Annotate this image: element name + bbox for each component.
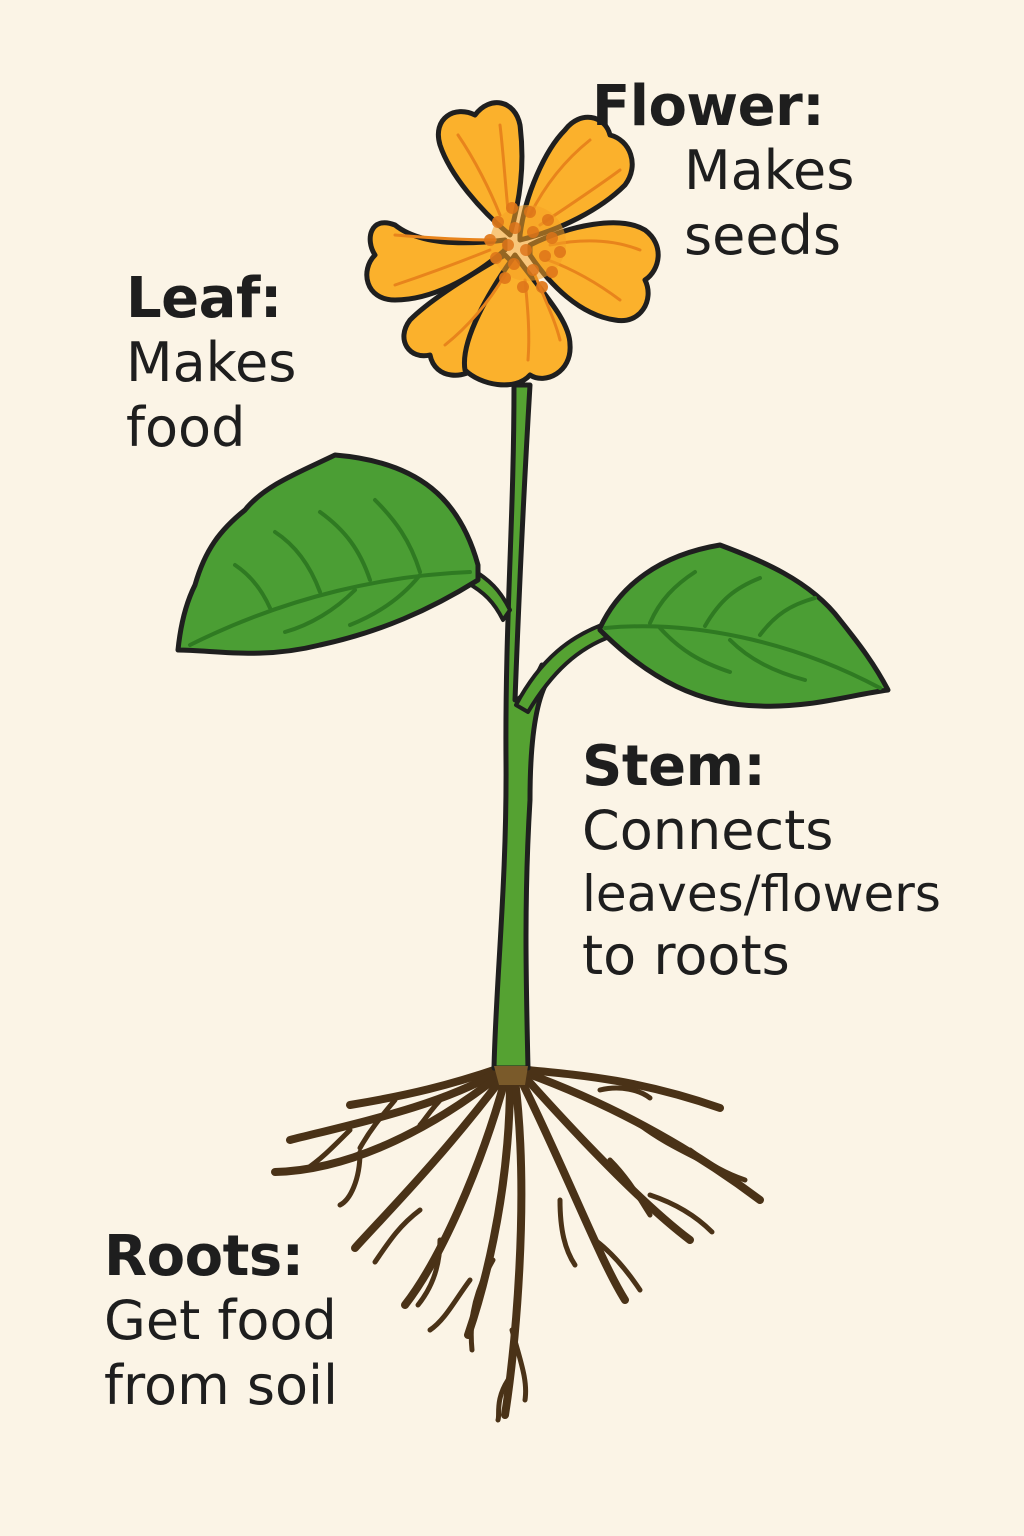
roots-description-line-1: Get food: [104, 1288, 337, 1352]
flower-term: Flower:: [592, 74, 825, 139]
stem-description-line-3: to roots: [582, 923, 790, 987]
roots-description-line-2: from soil: [104, 1353, 339, 1417]
stem-description-line-2: leaves/flowers: [582, 864, 941, 923]
leaf-description-line-1: Makes: [126, 330, 297, 394]
flower-description-line-2: seeds: [684, 203, 841, 267]
stem-description-line-1: Connects: [582, 798, 834, 862]
flower-description-line-1: Makes: [684, 138, 855, 202]
roots-term: Roots:: [104, 1224, 304, 1289]
right-leaf: [597, 542, 891, 709]
flower-center: [484, 202, 566, 293]
flower-label: Flower: Makes seeds: [592, 74, 855, 268]
leaf-term: Leaf:: [126, 266, 282, 331]
roots: [271, 1064, 764, 1423]
leaf-description-line-2: food: [126, 395, 246, 459]
stem-label: Stem: Connects leaves/flowers to roots: [582, 734, 941, 988]
stem-term: Stem:: [582, 734, 766, 799]
left-leaf: [175, 452, 481, 656]
roots-label: Roots: Get food from soil: [104, 1224, 339, 1418]
leaf-label: Leaf: Makes food: [126, 266, 297, 460]
flower: [364, 100, 661, 388]
